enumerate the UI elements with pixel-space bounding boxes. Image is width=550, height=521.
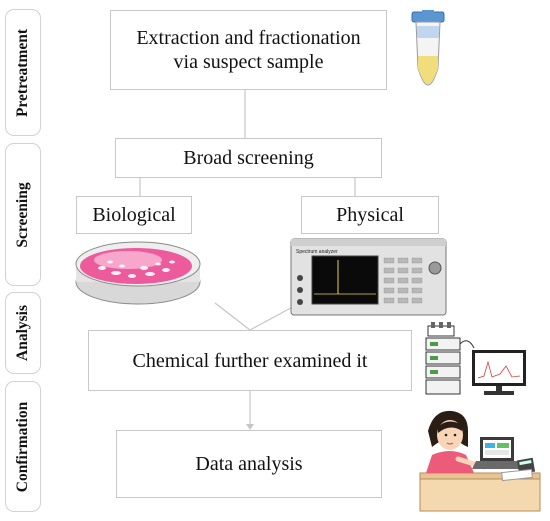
arrowhead bbox=[246, 424, 254, 430]
extraction-text-line2: via suspect sample bbox=[173, 51, 324, 73]
stage-label-confirmation: Confirmation bbox=[14, 401, 31, 492]
biological-label: Biological bbox=[92, 204, 176, 226]
test-tube-icon bbox=[411, 10, 445, 86]
petri-dish-icon bbox=[75, 241, 201, 305]
analyzer-brand-text: Spectrum analyzer bbox=[296, 249, 338, 255]
stage-tab-analysis: Analysis bbox=[5, 292, 41, 374]
data-analysis-box: Data analysis bbox=[116, 430, 382, 498]
hplc-system-icon bbox=[425, 322, 526, 395]
researcher-at-computer-icon bbox=[419, 410, 541, 512]
chemical-label: Chemical further examined it bbox=[132, 349, 368, 372]
physical-box: Physical bbox=[301, 196, 439, 234]
physical-label: Physical bbox=[336, 204, 404, 226]
data-analysis-label: Data analysis bbox=[195, 453, 303, 475]
extraction-box: Extraction and fractionation via suspect… bbox=[110, 10, 387, 90]
stage-tab-screening: Screening bbox=[5, 143, 41, 286]
stage-label-screening: Screening bbox=[14, 181, 31, 248]
stage-tab-confirmation: Confirmation bbox=[5, 381, 41, 512]
extraction-text-line1: Extraction and fractionation bbox=[136, 27, 361, 49]
biological-box: Biological bbox=[76, 196, 192, 234]
stage-label-pretreatment: Pretreatment bbox=[14, 28, 31, 117]
connector-biological-chemical bbox=[214, 302, 251, 331]
stage-label-analysis: Analysis bbox=[14, 305, 31, 361]
stage-tab-pretreatment: Pretreatment bbox=[5, 9, 41, 136]
broad-screening-box: Broad screening bbox=[115, 138, 382, 178]
spectrum-analyzer-icon: Spectrum analyzer bbox=[290, 238, 447, 316]
broad-screening-label: Broad screening bbox=[183, 147, 314, 169]
chemical-box: Chemical further examined it bbox=[88, 330, 412, 391]
